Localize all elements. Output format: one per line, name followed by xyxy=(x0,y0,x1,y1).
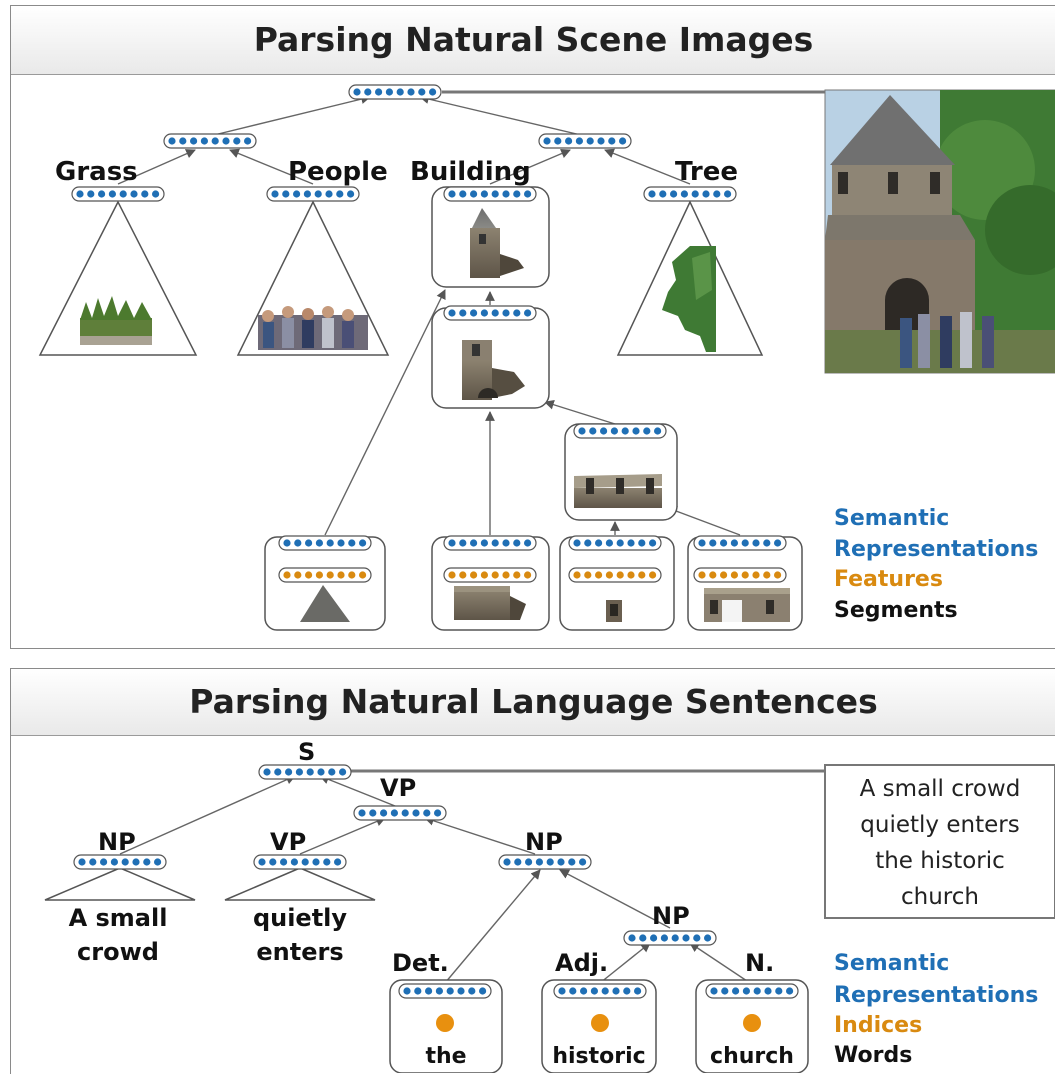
semantic-vector xyxy=(278,535,372,551)
semantic-vector xyxy=(705,983,799,999)
label-building: Building xyxy=(410,157,531,187)
label-n: N. xyxy=(745,949,774,977)
word-historic: historic xyxy=(552,1044,645,1069)
index-dot-the xyxy=(436,1014,454,1032)
feature-vector xyxy=(693,567,787,583)
feature-vector xyxy=(568,567,662,583)
phrase-enters: enters xyxy=(256,938,343,966)
scene-legend-semantic: Semantic xyxy=(834,506,949,531)
semantic-vector xyxy=(553,983,647,999)
label-s: S xyxy=(298,738,315,766)
scene-legend-features: Features xyxy=(834,567,943,592)
sentence-line-4: church xyxy=(901,884,979,910)
label-adj: Adj. xyxy=(555,949,608,977)
sentence-panel-title: Parsing Natural Language Sentences xyxy=(11,669,1055,736)
semantic-vector xyxy=(266,186,360,202)
vp-subtree-triangle xyxy=(224,867,376,901)
semantic-vector xyxy=(73,854,167,870)
semantic-vector xyxy=(443,305,537,321)
tree-segment-image xyxy=(662,246,716,352)
semantic-vector xyxy=(643,186,737,202)
word-the: the xyxy=(425,1044,466,1069)
label-tree: Tree xyxy=(675,157,738,187)
phrase-a-small: A small xyxy=(69,904,168,932)
building-image-right xyxy=(574,474,662,508)
phrase-quietly: quietly xyxy=(253,904,347,932)
label-det: Det. xyxy=(392,949,449,977)
semantic-vector xyxy=(573,423,667,439)
semantic-vector xyxy=(353,805,447,821)
sentence-diagram: S VP NP VP NP NP Det. Adj. N. A small cr… xyxy=(44,738,1055,1073)
sentence-legend-indices: Indices xyxy=(834,1013,922,1038)
label-np-left: NP xyxy=(98,828,136,856)
sentence-legend-representations: Representations xyxy=(834,983,1038,1008)
sentence-semantic-vectors xyxy=(73,764,799,999)
label-vp-top: VP xyxy=(380,774,416,802)
semantic-vector xyxy=(71,186,165,202)
feature-vector xyxy=(278,567,372,583)
label-people: People xyxy=(288,157,388,187)
label-np-low: NP xyxy=(652,902,690,930)
phrase-crowd: crowd xyxy=(77,938,159,966)
sentence-line-3: the historic xyxy=(875,848,1005,874)
semantic-vector xyxy=(253,854,347,870)
label-grass: Grass xyxy=(55,157,138,187)
semantic-vector xyxy=(443,186,537,202)
semantic-vector xyxy=(348,84,442,100)
semantic-vector xyxy=(398,983,492,999)
sentence-line-2: quietly enters xyxy=(860,812,1019,838)
semantic-vector xyxy=(258,764,352,780)
semantic-vector xyxy=(623,930,717,946)
scene-panel-title: Parsing Natural Scene Images xyxy=(11,6,1055,75)
word-church: church xyxy=(710,1044,794,1069)
sentence-legend-words: Words xyxy=(834,1043,912,1068)
building-image-top xyxy=(470,208,524,278)
label-vp-left: VP xyxy=(270,828,306,856)
semantic-vector xyxy=(443,535,537,551)
scene-tree-edges xyxy=(117,94,745,565)
people-segment-image xyxy=(258,306,368,350)
semantic-vector xyxy=(538,133,632,149)
label-np-mid: NP xyxy=(525,828,563,856)
sentence-line-1: A small crowd xyxy=(860,776,1021,802)
index-dot-church xyxy=(743,1014,761,1032)
scene-diagram: Grass People Building Tree Semantic Repr… xyxy=(38,84,1055,631)
grass-subtree-triangle xyxy=(38,200,198,356)
index-dot-historic xyxy=(591,1014,609,1032)
sentence-box xyxy=(824,764,1055,919)
semantic-vector xyxy=(693,535,787,551)
scene-legend-representations: Representations xyxy=(834,537,1038,562)
scene-legend-segments: Segments xyxy=(834,598,958,623)
np-subtree-triangle xyxy=(44,867,196,901)
scene-semantic-vectors xyxy=(71,84,787,583)
grass-segment-image xyxy=(80,296,152,345)
building-image-mid xyxy=(462,340,525,400)
semantic-vector xyxy=(163,133,257,149)
feature-vector xyxy=(443,567,537,583)
semantic-vector xyxy=(498,854,592,870)
sentence-tree-edges xyxy=(119,774,757,1013)
semantic-vector xyxy=(568,535,662,551)
sentence-legend-semantic: Semantic xyxy=(834,951,949,976)
church-photo xyxy=(824,89,1055,374)
